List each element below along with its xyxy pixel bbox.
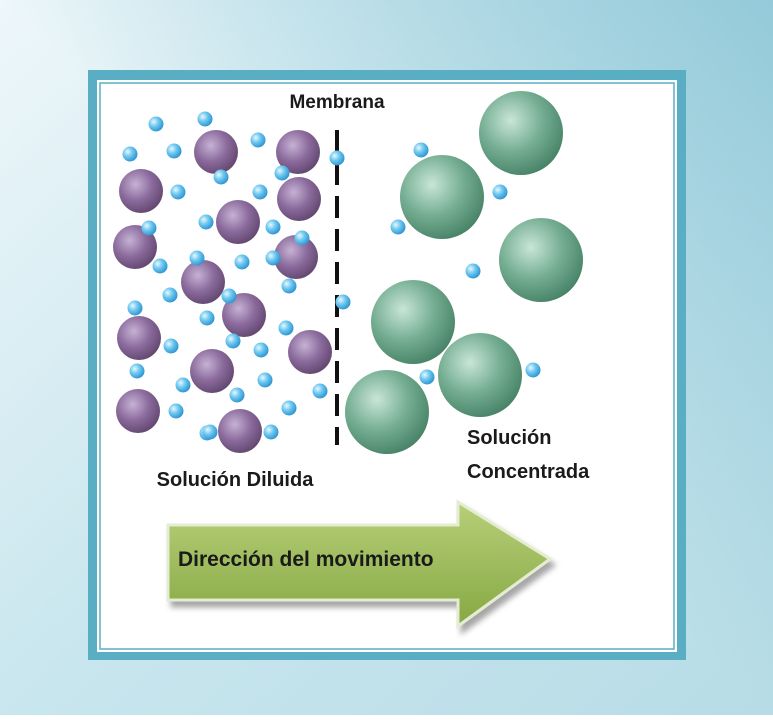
movement-arrow: Dirección del movimiento (166, 499, 553, 629)
water-molecule (225, 333, 241, 349)
solute-molecule-dilute (277, 177, 321, 221)
water-molecule (413, 142, 429, 158)
water-molecule (281, 400, 297, 416)
water-molecule (122, 146, 138, 162)
frame-inner-line (99, 82, 675, 650)
solute-molecule-dilute (218, 409, 262, 453)
water-molecule (198, 214, 214, 230)
solute-molecule-dilute (216, 200, 260, 244)
water-molecule (419, 369, 435, 385)
solute-molecule-dilute (194, 130, 238, 174)
water-molecule (234, 254, 250, 270)
water-molecule (525, 362, 541, 378)
dilute-solution-label: Solución Diluida (157, 469, 315, 491)
water-molecule (390, 219, 406, 235)
water-molecule (129, 363, 145, 379)
water-molecule (221, 288, 237, 304)
water-molecule (166, 143, 182, 159)
water-molecule (250, 132, 266, 148)
solute-molecule-concentrated (479, 91, 563, 175)
water-molecule (197, 111, 213, 127)
water-molecule (189, 250, 205, 266)
solute-molecule-dilute (113, 225, 157, 269)
solute-molecule-dilute (222, 293, 266, 337)
water-molecule (170, 184, 186, 200)
water-molecule (294, 230, 310, 246)
solute-molecule-dilute (276, 130, 320, 174)
water-molecule (168, 403, 184, 419)
water-molecule (274, 165, 290, 181)
solute-molecule-dilute (288, 330, 332, 374)
water-molecule (127, 300, 143, 316)
solute-molecule-concentrated (499, 218, 583, 302)
water-molecule (278, 320, 294, 336)
water-molecule (281, 278, 297, 294)
water-molecule (253, 342, 269, 358)
water-molecule (492, 184, 508, 200)
water-molecule (265, 219, 281, 235)
water-molecule (202, 424, 218, 440)
solute-molecule-dilute (119, 169, 163, 213)
membrane-label: Membrana (289, 92, 384, 113)
water-molecule (148, 116, 164, 132)
concentrated-solution-label-line1: Solución (467, 427, 551, 449)
molecules-layer (113, 91, 583, 454)
water-molecule (252, 184, 268, 200)
water-molecule (329, 150, 345, 166)
arrow-label: Dirección del movimiento (178, 548, 434, 571)
solute-molecule-concentrated (400, 155, 484, 239)
water-molecule (335, 294, 351, 310)
water-molecule (141, 220, 157, 236)
water-molecule (213, 169, 229, 185)
water-molecule (257, 372, 273, 388)
solute-molecule-concentrated (345, 370, 429, 454)
solute-molecule-dilute (116, 389, 160, 433)
water-molecule (229, 387, 245, 403)
solute-molecule-dilute (181, 260, 225, 304)
solute-molecule-dilute (274, 235, 318, 279)
water-molecule (265, 250, 281, 266)
water-molecule (199, 310, 215, 326)
arrow-shape (166, 499, 553, 629)
water-molecule (263, 424, 279, 440)
solute-molecule-dilute (117, 316, 161, 360)
solute-molecule-dilute (190, 349, 234, 393)
concentrated-solution-label-line2: Concentrada (467, 461, 590, 483)
water-molecule (175, 377, 191, 393)
water-molecule (162, 287, 178, 303)
water-molecule (163, 338, 179, 354)
water-molecule (465, 263, 481, 279)
water-molecule (312, 383, 328, 399)
water-molecule (152, 258, 168, 274)
solute-molecule-concentrated (371, 280, 455, 364)
solute-molecule-concentrated (438, 333, 522, 417)
